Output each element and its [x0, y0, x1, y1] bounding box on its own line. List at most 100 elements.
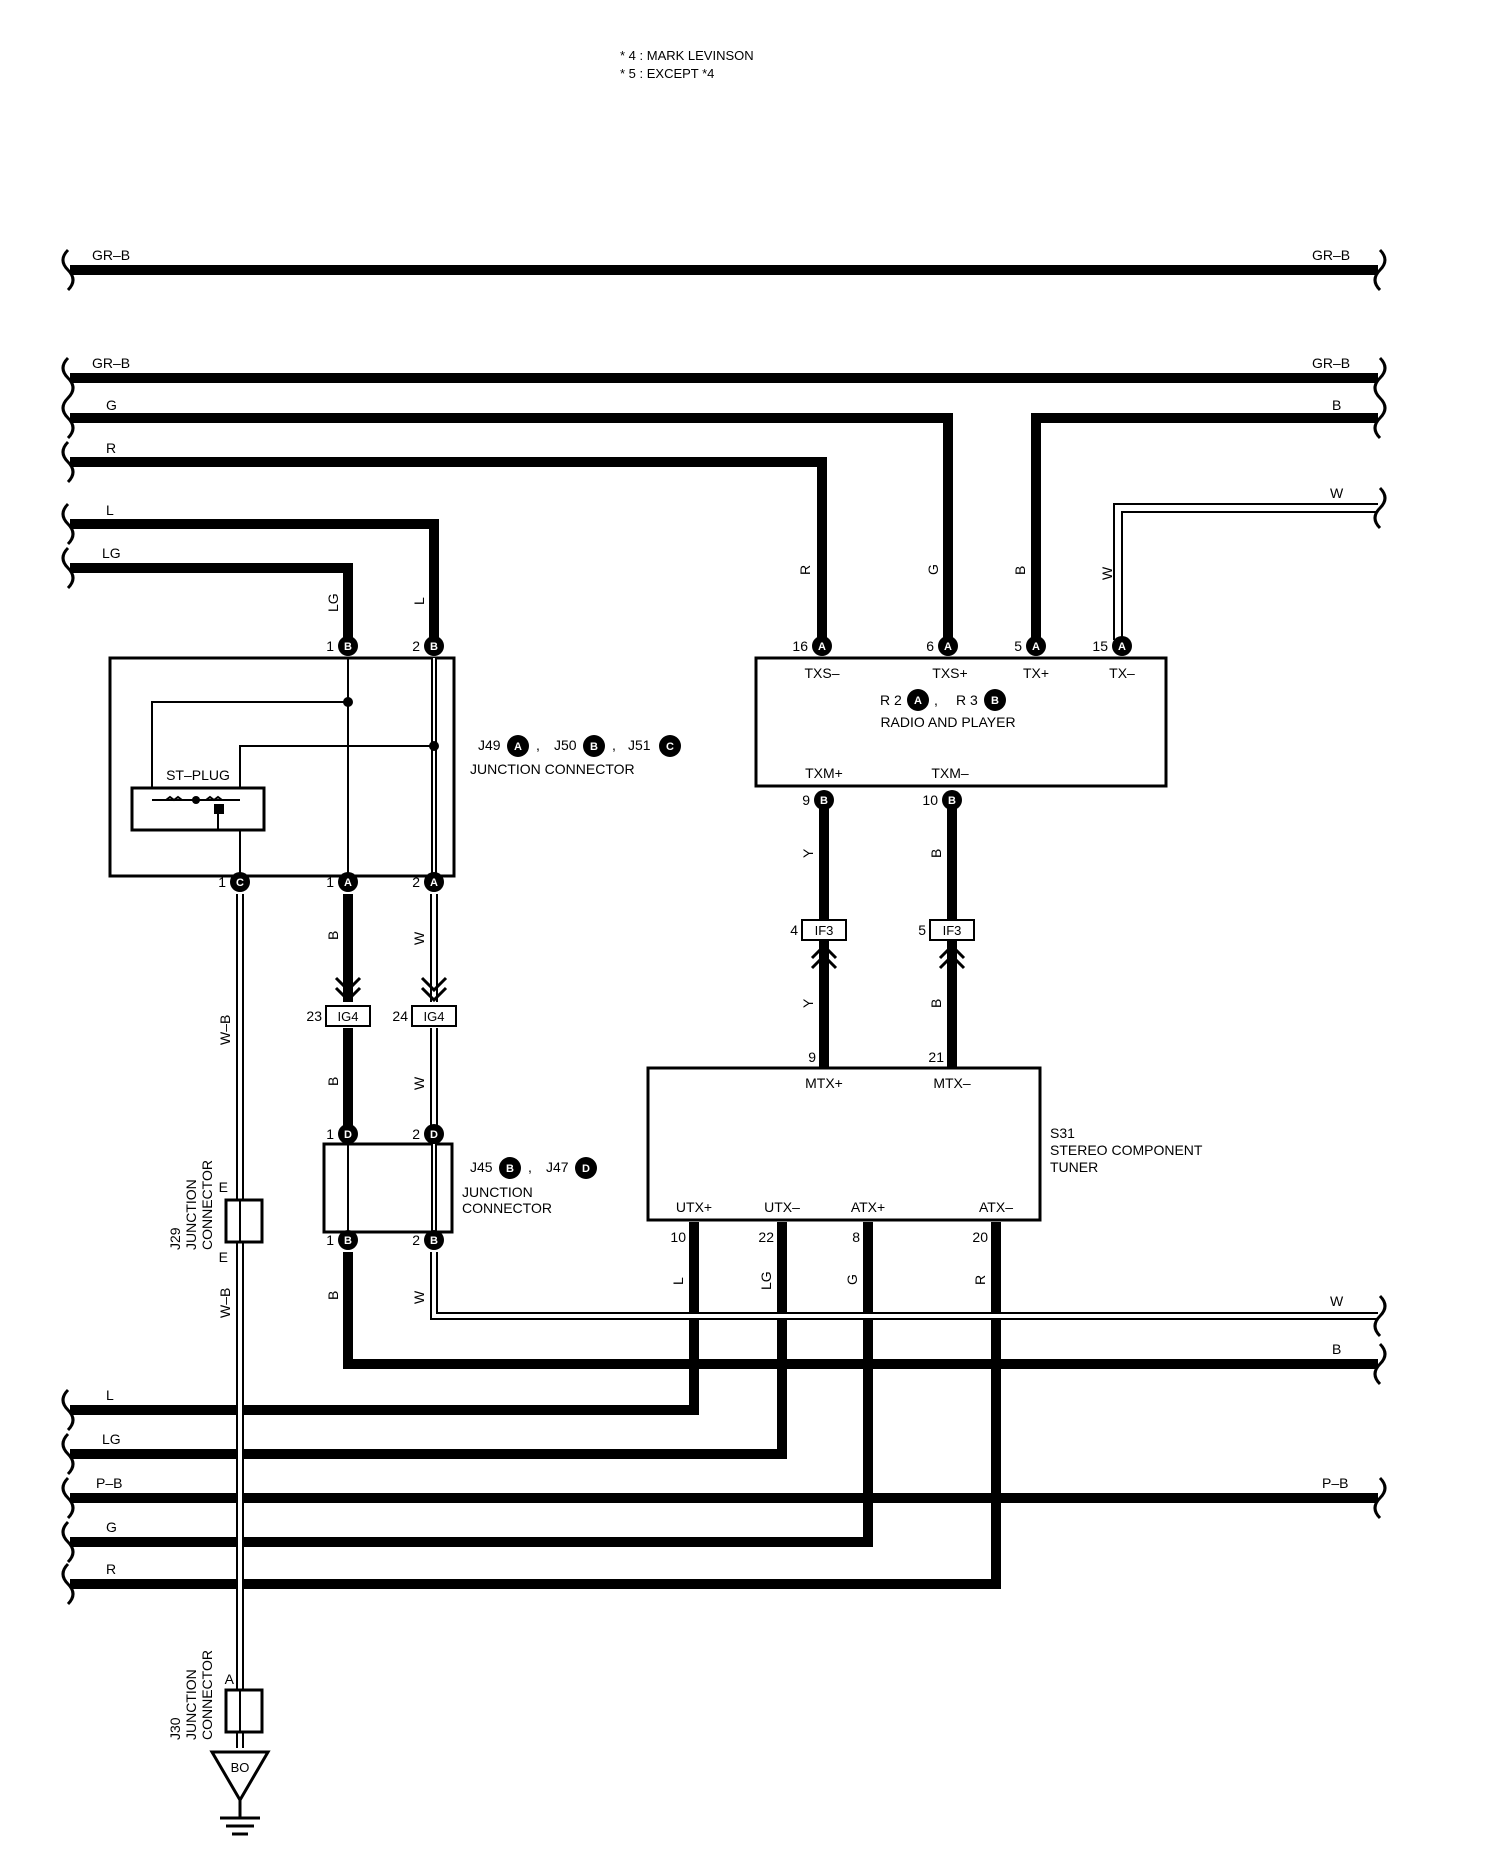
j49-ref-j49: J49	[478, 737, 501, 753]
j29-name-line1: JUNCTION	[183, 1179, 199, 1250]
tuner-pin-22-num: 22	[758, 1229, 774, 1245]
svg-text:B: B	[820, 795, 828, 807]
vlabel-b-ig4-top: B	[325, 931, 341, 940]
svg-text:A: A	[344, 877, 352, 889]
wire-r-bottom	[70, 1222, 1001, 1589]
radio-ref-r3-letter: B	[991, 695, 999, 707]
svg-text:23: 23	[306, 1008, 322, 1024]
svg-text:IF3: IF3	[943, 923, 962, 938]
svg-text:2: 2	[412, 1232, 420, 1248]
tuner-pin-20-num: 20	[972, 1229, 988, 1245]
wire-l-bottom-label: L	[106, 1387, 114, 1403]
vlabel-b-ig4-bot: B	[325, 1077, 341, 1086]
radio-ref-sep: ,	[934, 692, 938, 708]
svg-text:1: 1	[218, 874, 226, 890]
svg-text:B: B	[344, 641, 352, 653]
wire-w-top-label: W	[1330, 485, 1344, 501]
radio-txm-plus-label: TXM+	[805, 765, 843, 781]
wire-g-bottom-label: G	[106, 1519, 117, 1535]
wire-lg-top	[70, 563, 353, 640]
vlabel-b-top: B	[1012, 566, 1028, 575]
svg-text:A: A	[944, 641, 952, 653]
radio-ref-r2: R 2	[880, 692, 902, 708]
tuner-utx-minus-label: UTX–	[764, 1199, 800, 1215]
svg-text:24: 24	[392, 1008, 408, 1024]
j45-name-line2: CONNECTOR	[462, 1200, 552, 1216]
j49-internal-a	[151, 701, 348, 800]
j45-ref-letter-d: D	[582, 1163, 590, 1175]
svg-text:1: 1	[326, 638, 334, 654]
svg-text:A: A	[818, 641, 826, 653]
vlabel-l-top: L	[411, 597, 427, 605]
vlabel-y2: Y	[800, 998, 816, 1008]
tuner-pin-21-num: 21	[928, 1049, 944, 1065]
j30-pin: A	[225, 1671, 235, 1687]
wire-grb-2-right-label: GR–B	[1312, 355, 1350, 371]
svg-text:4: 4	[790, 922, 798, 938]
vlabel-wb1: W–B	[217, 1015, 233, 1045]
svg-text:16: 16	[792, 638, 808, 654]
tuner-pin-9-num: 9	[808, 1049, 816, 1065]
svg-text:IG4: IG4	[424, 1009, 445, 1024]
svg-text:,: ,	[528, 1159, 532, 1175]
note-mark-levinson: * 4 : MARK LEVINSON	[620, 48, 754, 63]
tuner-name-line2: TUNER	[1050, 1159, 1098, 1175]
j29-name-line2: CONNECTOR	[199, 1160, 215, 1250]
ig4-arrow-w-icon	[420, 976, 448, 1003]
wire-g-bottom	[70, 1222, 873, 1547]
j49-pin-bottom-1a: A 1	[326, 872, 358, 892]
vlabel-g-s31: G	[844, 1274, 860, 1285]
tuner-mtx-plus-label: MTX+	[805, 1075, 843, 1091]
svg-text:1: 1	[326, 874, 334, 890]
j49-ref-j51: J51	[628, 737, 651, 753]
if3-connector-5: IF3 5	[918, 919, 975, 970]
radio-ref-r2-badge	[907, 689, 929, 711]
j45-ref-j45: J45	[470, 1159, 493, 1175]
wire-w-bottom-label: W	[1330, 1293, 1344, 1309]
svg-text:IG4: IG4	[338, 1009, 359, 1024]
junction-j45-box	[322, 1142, 454, 1234]
j30-ref: J30	[167, 1717, 183, 1740]
vlabel-w-ig4-top: W	[411, 931, 427, 945]
vlabel-g-top: G	[925, 564, 941, 575]
ig4-connector-24: IG4 24	[392, 1005, 457, 1027]
svg-text:D: D	[344, 1129, 352, 1141]
wire-break-left-top	[61, 248, 75, 590]
wire-lg-bottom-label: LG	[102, 1431, 121, 1447]
j49-pin-top-1: B 1	[326, 636, 358, 656]
vlabel-lg-top: LG	[325, 593, 341, 612]
radio-txm-minus-label: TXM–	[931, 765, 969, 781]
radio-txs-minus-label: TXS–	[804, 665, 839, 681]
j29-ref: J29	[167, 1227, 183, 1250]
svg-text:,: ,	[612, 737, 616, 753]
ig4-arrow-b-icon	[334, 976, 362, 1003]
j30-name-line1: JUNCTION	[183, 1669, 199, 1740]
vlabel-wb2: W–B	[217, 1288, 233, 1318]
wire-grb-1-left-label: GR–B	[92, 247, 130, 263]
vlabel-b-j45: B	[325, 1291, 341, 1300]
wire-b-top	[1031, 413, 1378, 640]
wire-lg-top-label: LG	[102, 545, 121, 561]
svg-text:1: 1	[326, 1126, 334, 1142]
radio-pin-6: A 6	[926, 636, 958, 656]
ig4-connector-23: IG4 23	[306, 1005, 371, 1027]
radio-tx-minus-label: TX–	[1109, 665, 1135, 681]
vlabel-y1: Y	[800, 848, 816, 858]
st-plug-label: ST–PLUG	[166, 767, 230, 783]
tuner-pin-10-num: 10	[670, 1229, 686, 1245]
wire-break-left-bottom	[61, 1388, 75, 1606]
svg-text:A: A	[1118, 641, 1126, 653]
j49-internal-b	[239, 745, 434, 800]
svg-text:2: 2	[412, 638, 420, 654]
j49-ref-letter-c: C	[666, 741, 674, 753]
svg-text:IF3: IF3	[815, 923, 834, 938]
wire-r-bottom-label: R	[106, 1561, 116, 1577]
j45-pin-top-2: D 2	[412, 1124, 444, 1144]
radio-pin-5: A 5	[1014, 636, 1046, 656]
radio-ref-r3: R 3	[956, 692, 978, 708]
ground-triangle-icon	[209, 1750, 271, 1803]
tuner-atx-minus-label: ATX–	[979, 1199, 1013, 1215]
svg-text:B: B	[430, 1235, 438, 1247]
svg-text:5: 5	[1014, 638, 1022, 654]
radio-title: RADIO AND PLAYER	[880, 714, 1015, 730]
